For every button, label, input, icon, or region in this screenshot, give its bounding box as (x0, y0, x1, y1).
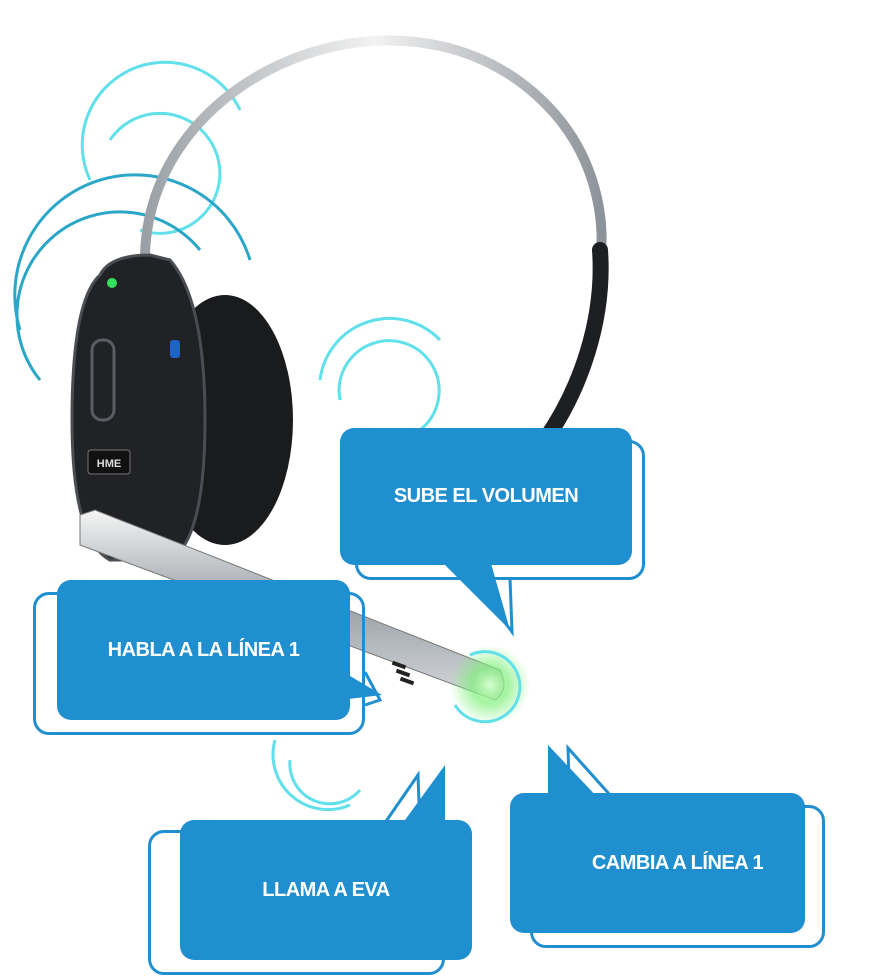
call-bubble: LLAMA A EVA (180, 820, 472, 960)
talk-line-bubble: HABLA A LA LÍNEA 1 (57, 580, 350, 720)
switch-line-bubble: CAMBIA A LÍNEA 1 (510, 793, 805, 933)
status-led (107, 278, 117, 288)
decorative-rings (13, 60, 442, 812)
switch-line-label: CAMBIA A LÍNEA 1 (591, 851, 764, 874)
brand-logo: HME (97, 458, 121, 470)
earpiece (70, 253, 207, 562)
mic-glow (450, 645, 530, 725)
talk-line-label: HABLA A LA LÍNEA 1 (107, 638, 300, 661)
call-label: LLAMA A EVA (262, 878, 390, 901)
volume-bubble: SUBE EL VOLUMEN (340, 428, 632, 565)
volume-label: SUBE EL VOLUMEN (393, 485, 579, 507)
